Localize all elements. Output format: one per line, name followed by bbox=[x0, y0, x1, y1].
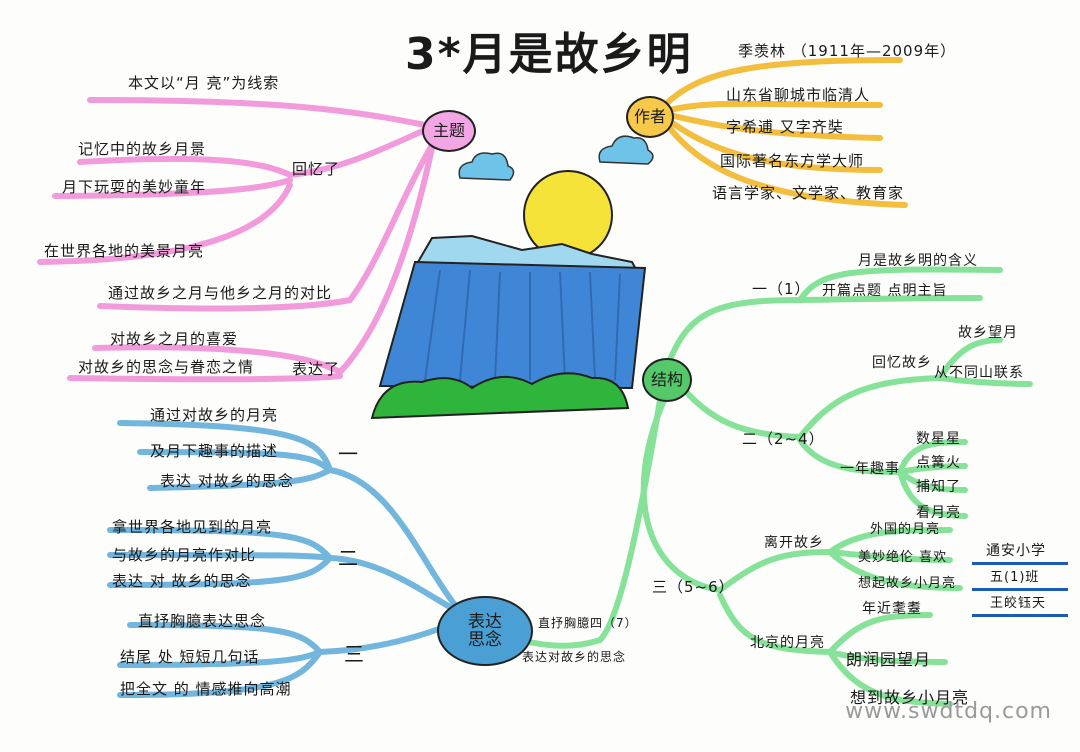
theme-express: 表达了 bbox=[292, 360, 341, 378]
page-title: 3*月是故乡明 bbox=[405, 29, 693, 80]
structure-beijing-miss: 想到故乡小月亮 bbox=[850, 688, 970, 707]
structure-part1-theme: 开篇点题 点明主旨 bbox=[822, 283, 948, 299]
summary-1-a: 通过对故乡的月亮 bbox=[150, 406, 279, 424]
structure-beijing: 北京的月亮 bbox=[750, 635, 825, 651]
structure-recall: 回忆故乡 bbox=[872, 355, 932, 371]
structure-fun-moon: 看月亮 bbox=[916, 505, 961, 521]
structure-leave-beauty: 美妙绝伦 喜欢 bbox=[858, 550, 948, 565]
structure-part1-meaning: 月是故乡明的含义 bbox=[858, 253, 978, 269]
structure-recall-mountain: 从不同山联系 bbox=[934, 365, 1024, 381]
signature-line-1: 通安小学 bbox=[972, 540, 1068, 565]
summary-3-a: 直抒胸臆表达思念 bbox=[138, 612, 267, 630]
structure-recall-watch: 故乡望月 bbox=[958, 325, 1018, 341]
summary-2-b: 与故乡的月亮作对比 bbox=[112, 546, 257, 564]
cloud-left bbox=[458, 152, 515, 181]
theme-compare: 通过故乡之月与他乡之月的对比 bbox=[108, 284, 333, 302]
structure-part2: 二（2~4） bbox=[742, 430, 825, 448]
signature-school: 通安小学 bbox=[986, 543, 1046, 559]
structure-fun-fire: 点篝火 bbox=[916, 455, 961, 471]
theme-node: 主题 bbox=[422, 110, 476, 152]
signature-line-2: 五(1)班 bbox=[972, 566, 1068, 591]
author-roles: 语言学家、文学家、教育家 bbox=[712, 184, 905, 202]
structure-fun-cicada: 捕知了 bbox=[916, 479, 961, 495]
structure-tail-2: 表达对故乡的思念 bbox=[522, 650, 627, 664]
signature-line-3: 王皎钰天 bbox=[972, 592, 1068, 617]
structure-part3: 三（5~6） bbox=[652, 578, 735, 596]
structure-tail-1: 直抒胸臆四（7） bbox=[538, 616, 638, 630]
theme-nostalgia: 对故乡的思念与眷恋之情 bbox=[78, 358, 255, 376]
structure-fun-stars: 数星星 bbox=[916, 431, 961, 447]
summary-num-2: 二 bbox=[338, 546, 359, 570]
summary-2-a: 拿世界各地见到的月亮 bbox=[112, 518, 273, 536]
theme-childhood: 月下玩耍的美妙童年 bbox=[62, 178, 207, 196]
structure-beijing-age: 年近耄耋 bbox=[862, 601, 922, 617]
structure-part1: 一（1） bbox=[752, 280, 811, 298]
theme-clue: 本文以“月 亮”为线索 bbox=[128, 74, 280, 92]
watermark: www.swdtdq.com bbox=[845, 699, 1052, 724]
structure-leave-foreign: 外国的月亮 bbox=[870, 522, 941, 537]
theme-memory-moon: 记忆中的故乡月景 bbox=[78, 140, 207, 158]
structure-leave: 离开故乡 bbox=[764, 535, 824, 551]
summary-3-c: 把全文 的 情感推向高潮 bbox=[120, 680, 292, 698]
summary-num-3: 三 bbox=[344, 642, 365, 666]
structure-leave-miss: 想起故乡小月亮 bbox=[858, 576, 957, 591]
structure-node: 结构 bbox=[642, 358, 692, 402]
theme-recall: 回忆了 bbox=[292, 160, 341, 178]
author-hometown: 山东省聊城市临清人 bbox=[726, 86, 871, 104]
structure-beijing-garden: 朗润园望月 bbox=[846, 650, 932, 669]
summary-node: 表达思念 bbox=[437, 596, 533, 666]
author-courtesy-name: 字希逋 又字齐奘 bbox=[726, 118, 844, 136]
summary-3-b: 结尾 处 短短几句话 bbox=[120, 648, 260, 666]
waterfall bbox=[378, 260, 647, 390]
green-hills bbox=[370, 372, 630, 420]
summary-num-1: 一 bbox=[338, 442, 359, 466]
cloud-right bbox=[598, 135, 654, 165]
author-title: 国际著名东方学大师 bbox=[720, 152, 865, 170]
structure-fun: 一年趣事 bbox=[840, 461, 900, 477]
author-node: 作者 bbox=[626, 96, 674, 138]
signature-class: 五(1)班 bbox=[990, 570, 1040, 585]
author-name: 季羡林 （1911年—2009年） bbox=[738, 42, 957, 60]
theme-love-moon: 对故乡之月的喜爱 bbox=[110, 330, 239, 348]
summary-2-c: 表达 对 故乡的思念 bbox=[112, 572, 252, 590]
summary-1-b: 及月下趣事的描述 bbox=[150, 442, 279, 460]
signature-name: 王皎钰天 bbox=[990, 596, 1047, 611]
summary-1-c: 表达 对故乡的思念 bbox=[160, 472, 294, 490]
theme-world-moon: 在世界各地的美景月亮 bbox=[44, 242, 205, 260]
